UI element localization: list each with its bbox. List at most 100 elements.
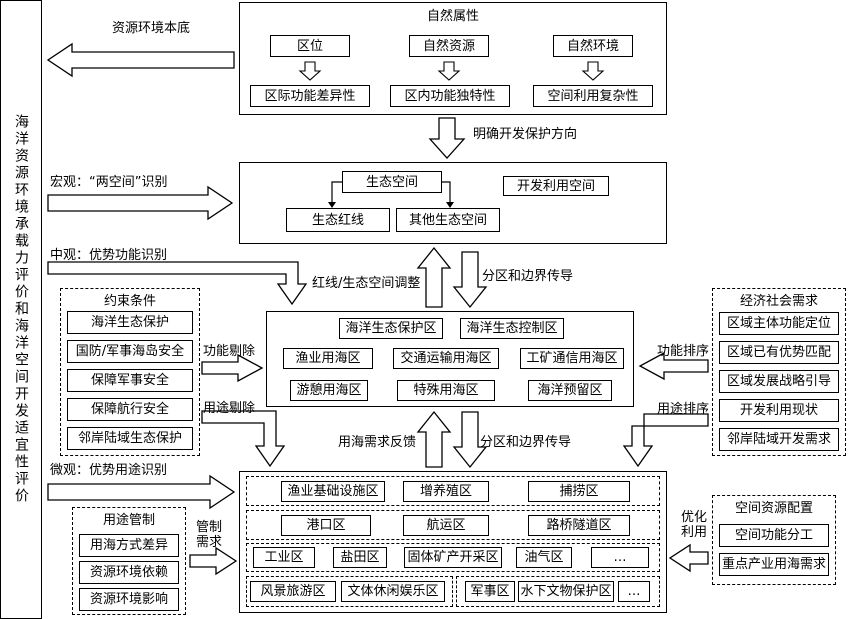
branch-left <box>331 181 342 204</box>
use-zone-bridge-tunnel: 路桥隧道区 <box>528 515 630 536</box>
use-zones-group-1 <box>246 476 660 506</box>
func-zone-fishery: 渔业用海区 <box>283 348 373 369</box>
arrow-zone-down-2 <box>452 411 488 469</box>
arrow-func-remove <box>201 353 264 383</box>
label-meso: 中观：优势功能识别 <box>50 248 168 263</box>
func-zone-eco-protect: 海洋生态保护区 <box>339 318 443 339</box>
func-zone-special: 特殊用海区 <box>397 380 495 401</box>
func-zone-reserve: 海洋预留区 <box>528 380 612 401</box>
label-resource-base: 资源环境本底 <box>112 21 191 36</box>
constraint-0: 海洋生态保护 <box>67 311 193 334</box>
arrow-optimize <box>668 543 709 573</box>
use-zone-scenic: 风景旅游区 <box>250 581 336 602</box>
economy-1: 区域已有优势匹配 <box>719 341 839 364</box>
use-zone-more-1: … <box>591 547 649 568</box>
label-control-demand: 管制 需求 <box>196 520 223 550</box>
arrow-demand-up <box>416 410 452 468</box>
space-config-1: 重点产业用海需求 <box>719 553 829 576</box>
use-control-1: 资源环境依赖 <box>79 561 179 584</box>
label-macro: 宏观：“两空间”识别 <box>50 175 168 190</box>
use-zone-fishing: 捕捞区 <box>528 481 630 502</box>
func-zone-mining: 工矿通信用海区 <box>520 348 624 369</box>
arrow-macro <box>47 185 234 221</box>
natural-top-1: 自然资源 <box>409 35 489 57</box>
natural-bottom-1: 区内功能独特性 <box>390 85 510 107</box>
use-zone-oil-gas: 油气区 <box>516 547 572 568</box>
use-control-0: 用海方式差异 <box>79 534 179 557</box>
use-zones-group-3 <box>246 543 660 572</box>
economy-box <box>712 288 846 456</box>
space-config-title: 空间资源配置 <box>734 500 813 516</box>
use-zone-shipping: 航运区 <box>403 515 489 536</box>
arrow-control-demand <box>189 546 238 576</box>
label-use-remove: 用途剔除 <box>203 401 256 416</box>
use-zone-underwater-relics: 水下文物保护区 <box>518 581 614 602</box>
constraints-title: 约束条件 <box>103 293 156 309</box>
func-zone-recreation: 游憩用海区 <box>290 380 368 401</box>
constraint-2: 保障军事安全 <box>67 369 193 392</box>
constraint-3: 保障航行安全 <box>67 398 193 421</box>
arrow-redline-up <box>416 246 452 308</box>
label-sea-demand: 用海需求反馈 <box>338 435 417 450</box>
func-zone-eco-control: 海洋生态控制区 <box>460 318 564 339</box>
natural-top-2: 自然环境 <box>553 35 633 57</box>
constraint-1: 国防/军事海岛安全 <box>67 340 193 363</box>
economy-title: 经济社会需求 <box>739 293 818 309</box>
economy-0: 区域主体功能定位 <box>719 312 839 335</box>
use-zone-leisure: 文体休闲娱乐区 <box>341 581 445 602</box>
use-zone-industry: 工业区 <box>253 547 315 568</box>
use-control-2: 资源环境影响 <box>79 588 179 611</box>
economy-4: 邻岸陆域开发需求 <box>719 428 839 451</box>
arrow-resource-base <box>46 42 235 78</box>
economy-3: 开发利用现状 <box>719 399 839 422</box>
constraint-4: 邻岸陆域生态保护 <box>67 427 193 450</box>
eco-redline: 生态红线 <box>286 208 390 232</box>
natural-attributes-title: 自然属性 <box>426 8 479 24</box>
small-arrow-0 <box>298 61 322 81</box>
label-redline-adjust: 红线/生态空间调整 <box>312 276 421 291</box>
label-micro: 微观：优势用途识别 <box>50 463 168 478</box>
arrow-meso <box>47 261 308 306</box>
economy-2: 区域发展战略引导 <box>719 370 839 393</box>
func-zone-transport: 交通运输用海区 <box>393 348 499 369</box>
natural-bottom-2: 空间利用复杂性 <box>533 85 653 107</box>
use-zones-group-4a <box>246 576 453 607</box>
label-use-rank: 用途排序 <box>657 402 710 417</box>
label-zone-transfer-2: 分区和边界传导 <box>480 435 572 450</box>
use-zone-port: 港口区 <box>281 515 371 536</box>
label-func-rank: 功能排序 <box>657 344 710 359</box>
use-zone-military: 军事区 <box>465 581 515 602</box>
arrow-func-rank <box>638 351 709 381</box>
use-zones-group-4b <box>456 576 660 607</box>
label-func-remove: 功能剔除 <box>203 344 256 359</box>
arrow-use-rank <box>622 413 709 468</box>
label-optimize: 优化 利用 <box>681 510 708 540</box>
other-eco-space: 其他生态空间 <box>396 208 500 232</box>
use-control-box <box>72 507 186 615</box>
label-clarify: 明确开发保护方向 <box>473 127 578 142</box>
small-arrow-2 <box>581 61 605 81</box>
dev-space: 开发利用空间 <box>503 176 609 196</box>
use-zone-salt-field: 盐田区 <box>333 547 387 568</box>
label-zone-transfer-1: 分区和边界传导 <box>482 269 574 284</box>
use-zones-group-2 <box>246 510 660 540</box>
space-config-0: 空间功能分工 <box>719 524 829 547</box>
space-config-box <box>712 495 836 585</box>
use-zone-more-2: … <box>618 581 650 602</box>
constraints-box <box>60 288 200 456</box>
use-control-title: 用途管制 <box>102 512 155 528</box>
natural-top-0: 区位 <box>270 35 350 57</box>
natural-bottom-0: 区际功能差异性 <box>250 85 370 107</box>
arrow-micro <box>47 474 236 510</box>
use-zone-solid-mining: 固体矿产开采区 <box>404 547 502 568</box>
use-zone-aquaculture: 增养殖区 <box>403 481 489 502</box>
arrow-zone-down-1 <box>452 251 488 309</box>
left-banner-text: 海洋资源环境承载力评价和海洋空间开发适宜性评价 <box>13 114 29 505</box>
small-arrow-1 <box>437 61 461 81</box>
arrow-use-remove <box>201 410 286 468</box>
arrow-clarify <box>428 117 466 159</box>
use-zone-fishery-infra: 渔业基础设施区 <box>281 481 385 502</box>
branch-right <box>442 181 451 204</box>
eco-space: 生态空间 <box>342 171 442 193</box>
